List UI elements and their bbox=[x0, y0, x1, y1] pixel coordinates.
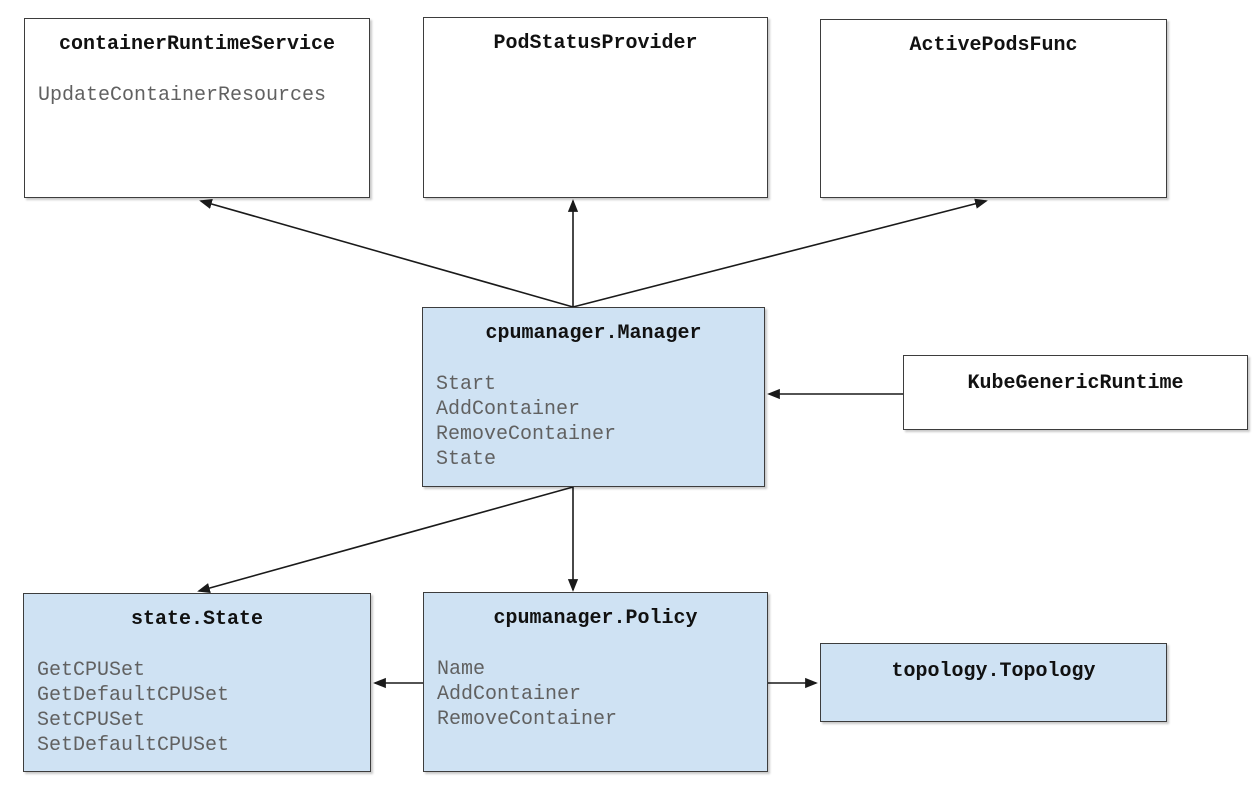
node-method: SetDefaultCPUSet bbox=[37, 734, 230, 757]
edge-manager-to-state-state bbox=[197, 486, 574, 594]
node-active-pods-func: ActivePodsFunc bbox=[820, 19, 1167, 198]
edge-manager-to-active-pods-func bbox=[572, 198, 988, 308]
node-cpumanager-manager: cpumanager.Manager Start AddContainer Re… bbox=[422, 307, 765, 487]
node-method: GetDefaultCPUSet bbox=[37, 684, 230, 707]
node-pod-status-provider: PodStatusProvider bbox=[423, 17, 768, 198]
node-method: Start bbox=[436, 373, 497, 396]
node-container-runtime-service: containerRuntimeService UpdateContainerR… bbox=[24, 18, 370, 198]
node-title: topology.Topology bbox=[891, 660, 1096, 683]
node-method: RemoveContainer bbox=[437, 708, 618, 731]
node-topology-topology: topology.Topology bbox=[820, 643, 1167, 722]
node-method: AddContainer bbox=[436, 398, 581, 421]
node-kube-generic-runtime: KubeGenericRuntime bbox=[903, 355, 1248, 430]
node-method: AddContainer bbox=[437, 683, 582, 706]
node-title: state.State bbox=[130, 608, 264, 631]
node-title: KubeGenericRuntime bbox=[967, 372, 1184, 395]
node-cpumanager-policy: cpumanager.Policy Name AddContainer Remo… bbox=[423, 592, 768, 772]
node-title: ActivePodsFunc bbox=[909, 34, 1078, 57]
node-title: cpumanager.Manager bbox=[485, 322, 702, 345]
node-state-state: state.State GetCPUSet GetDefaultCPUSet S… bbox=[23, 593, 371, 772]
node-method: RemoveContainer bbox=[436, 423, 617, 446]
node-method: UpdateContainerResources bbox=[38, 84, 327, 107]
node-method: Name bbox=[437, 658, 486, 681]
node-title: cpumanager.Policy bbox=[493, 607, 698, 630]
node-method: SetCPUSet bbox=[37, 709, 146, 732]
node-title: PodStatusProvider bbox=[493, 32, 698, 55]
edge-manager-to-container-runtime-service bbox=[199, 199, 574, 308]
node-method: GetCPUSet bbox=[37, 659, 146, 682]
node-title: containerRuntimeService bbox=[58, 33, 336, 56]
node-method: State bbox=[436, 448, 497, 471]
